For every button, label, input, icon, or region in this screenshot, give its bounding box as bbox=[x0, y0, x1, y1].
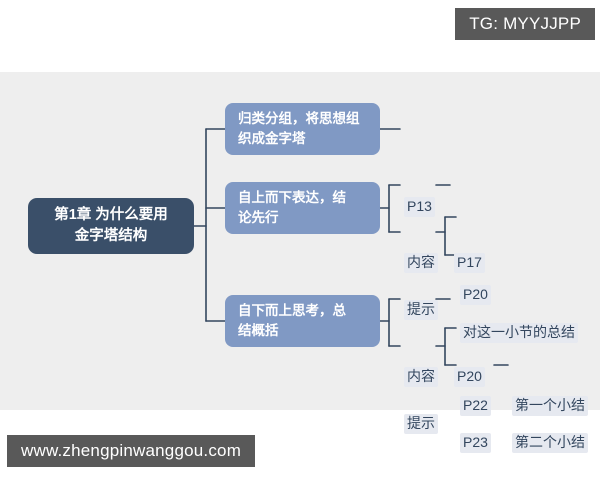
telegram-watermark-text: TG: MYYJJPP bbox=[469, 14, 581, 33]
leaf-p13-label: P13 bbox=[407, 198, 432, 214]
site-watermark: www.zhengpinwanggou.com bbox=[7, 435, 256, 467]
branch-node-2[interactable]: 自上而下表达，结 论先行 bbox=[225, 182, 380, 234]
root-line-2: 金字塔结构 bbox=[74, 228, 148, 244]
leaf-b2-content[interactable]: 内容 bbox=[404, 253, 438, 273]
leaf-p13[interactable]: P13 bbox=[404, 197, 435, 217]
branch-node-3-label: 自下而上思考，总 结概括 bbox=[238, 301, 346, 342]
leaf-b3-tip-p22-detail[interactable]: 第一个小结 bbox=[512, 396, 588, 416]
leaf-b2-content-label: 内容 bbox=[407, 254, 435, 270]
leaf-b2-content-p17[interactable]: P17 bbox=[454, 253, 485, 273]
leaf-b3-tip-p22-detail-label: 第一个小结 bbox=[515, 397, 585, 413]
leaf-b2-tip[interactable]: 提示 bbox=[404, 300, 438, 320]
leaf-b2-tip-summary-label: 对这一小节的总结 bbox=[463, 324, 575, 340]
leaf-b3-content-p20[interactable]: P20 bbox=[454, 367, 485, 387]
leaf-b3-tip-p22-label: P22 bbox=[463, 397, 488, 413]
branch-2-line-2: 论先行 bbox=[238, 210, 279, 225]
branch-1-line-1: 归类分组，将思想组 bbox=[238, 110, 360, 126]
telegram-watermark: TG: MYYJJPP bbox=[455, 8, 595, 40]
leaf-b3-content[interactable]: 内容 bbox=[404, 367, 438, 387]
site-watermark-text: www.zhengpinwanggou.com bbox=[21, 441, 242, 460]
branch-node-3[interactable]: 自下而上思考，总 结概括 bbox=[225, 295, 380, 347]
leaf-b2-content-p17-label: P17 bbox=[457, 254, 482, 270]
leaf-b3-tip-p23-detail[interactable]: 第二个小结 bbox=[512, 433, 588, 453]
branch-3-line-1: 自下而上思考，总 bbox=[238, 302, 346, 318]
leaf-b3-tip-p23[interactable]: P23 bbox=[460, 433, 491, 453]
branch-2-line-1: 自上而下表达，结 bbox=[238, 189, 346, 205]
leaf-b2-tip-summary[interactable]: 对这一小节的总结 bbox=[460, 323, 578, 343]
leaf-b3-content-p20-label: P20 bbox=[457, 368, 482, 384]
root-node[interactable]: 第1章 为什么要用 金字塔结构 bbox=[28, 198, 194, 254]
branch-node-1-label: 归类分组，将思想组 织成金字塔 bbox=[238, 109, 360, 150]
leaf-b3-content-label: 内容 bbox=[407, 368, 435, 384]
branch-3-line-2: 结概括 bbox=[238, 323, 279, 338]
leaf-b2-tip-p20[interactable]: P20 bbox=[460, 285, 491, 305]
leaf-b3-tip-p23-label: P23 bbox=[463, 434, 488, 450]
root-node-label: 第1章 为什么要用 金字塔结构 bbox=[54, 205, 168, 247]
leaf-b3-tip[interactable]: 提示 bbox=[404, 414, 438, 434]
leaf-b2-tip-p20-label: P20 bbox=[463, 286, 488, 302]
leaf-b3-tip-label: 提示 bbox=[407, 415, 435, 431]
leaf-b3-tip-p22[interactable]: P22 bbox=[460, 396, 491, 416]
leaf-b3-tip-p23-detail-label: 第二个小结 bbox=[515, 434, 585, 450]
branch-node-1[interactable]: 归类分组，将思想组 织成金字塔 bbox=[225, 103, 380, 155]
branch-node-2-label: 自上而下表达，结 论先行 bbox=[238, 188, 346, 229]
leaf-b2-tip-label: 提示 bbox=[407, 301, 435, 317]
root-line-1: 第1章 为什么要用 bbox=[54, 206, 168, 223]
branch-1-line-2: 织成金字塔 bbox=[238, 131, 306, 146]
mindmap-canvas: 第1章 为什么要用 金字塔结构 归类分组，将思想组 织成金字塔 P13 自上而下… bbox=[0, 72, 600, 453]
